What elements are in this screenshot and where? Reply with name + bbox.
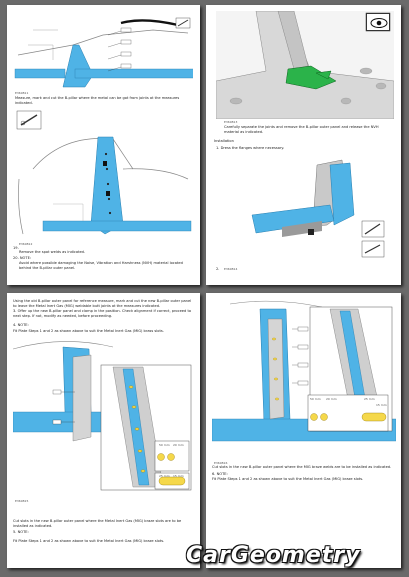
- install-step-1: 1. Dress the flanges where necessary.: [216, 146, 285, 150]
- note-text: Fit Plate Steps 1 and 2 as shown above t…: [212, 477, 364, 481]
- figure-caption: E369816: [214, 461, 228, 465]
- install-step-2: 2.: [216, 267, 220, 271]
- spot-weld-removal-diagram: [13, 109, 193, 239]
- b-pillar-removal-diagram: [216, 11, 394, 119]
- dimension-label: 15 mm: [173, 474, 184, 478]
- note-text: Fit Plate Steps 1 and 2 as shown above t…: [13, 539, 165, 543]
- manual-page-1: E369811 Measure, mark and cut the B-pill…: [7, 5, 200, 285]
- manual-page-2: E369813 Carefully separate the joints an…: [206, 5, 401, 285]
- instruction-text: Cut slots in the new B-pillar outer pane…: [13, 519, 182, 528]
- figure-caption: E369813: [224, 120, 238, 124]
- instruction-text: Carefully separate the joints and remove…: [224, 125, 379, 134]
- dimension-label: 25 mm: [364, 397, 375, 401]
- instruction-text: Measure, mark and cut the B-pillar where…: [15, 96, 180, 105]
- step-note: 6. NOTE:: [212, 472, 228, 476]
- braze-slot-detail-diagram: [212, 299, 396, 459]
- note-text: Fit Plate Steps 1 and 2 as shown above t…: [13, 329, 164, 333]
- new-b-pillar-panel-diagram: [222, 155, 392, 270]
- view-icon: [366, 13, 390, 31]
- section-heading: Installation: [214, 139, 234, 143]
- step-note: 5. NOTE:: [13, 530, 29, 534]
- watermark-logo: CarGeometry: [186, 543, 361, 568]
- dimension-label: 50 mm: [159, 443, 170, 447]
- figure-caption: E369812: [19, 242, 33, 246]
- dimension-label: 15 mm: [376, 403, 387, 407]
- instruction-text: Remove the spot welds as indicated.: [19, 250, 86, 254]
- step-note: 20. NOTE:: [13, 256, 32, 260]
- dimension-label: 20 mm: [326, 397, 337, 401]
- note-text: Avoid where possible damaging the Noise,…: [19, 261, 183, 270]
- step-number: 19.: [13, 246, 19, 250]
- dimension-label: 25 mm: [159, 474, 170, 478]
- figure-caption: E369814: [224, 267, 238, 271]
- figure-caption: E369815: [15, 499, 29, 503]
- b-pillar-cut-diagram: [13, 15, 193, 90]
- dimension-label: 20 mm: [173, 443, 184, 447]
- manual-page-3: Using the old B-pillar outer panel for r…: [7, 293, 200, 568]
- instruction-text: Cut slots in the new B-pillar outer pane…: [212, 465, 392, 469]
- braze-slot-layout-diagram: [13, 337, 195, 497]
- install-step-3: 3. Offer up the new B-pillar panel and c…: [13, 309, 192, 318]
- instruction-text: Using the old B-pillar outer panel for r…: [13, 299, 192, 308]
- step-note: 4. NOTE:: [13, 323, 29, 327]
- dimension-label: 50 mm: [310, 397, 321, 401]
- figure-caption: E369811: [15, 91, 29, 95]
- manual-page-4: 50 mm 20 mm 25 mm 15 mm E369816 Cut slot…: [206, 293, 401, 568]
